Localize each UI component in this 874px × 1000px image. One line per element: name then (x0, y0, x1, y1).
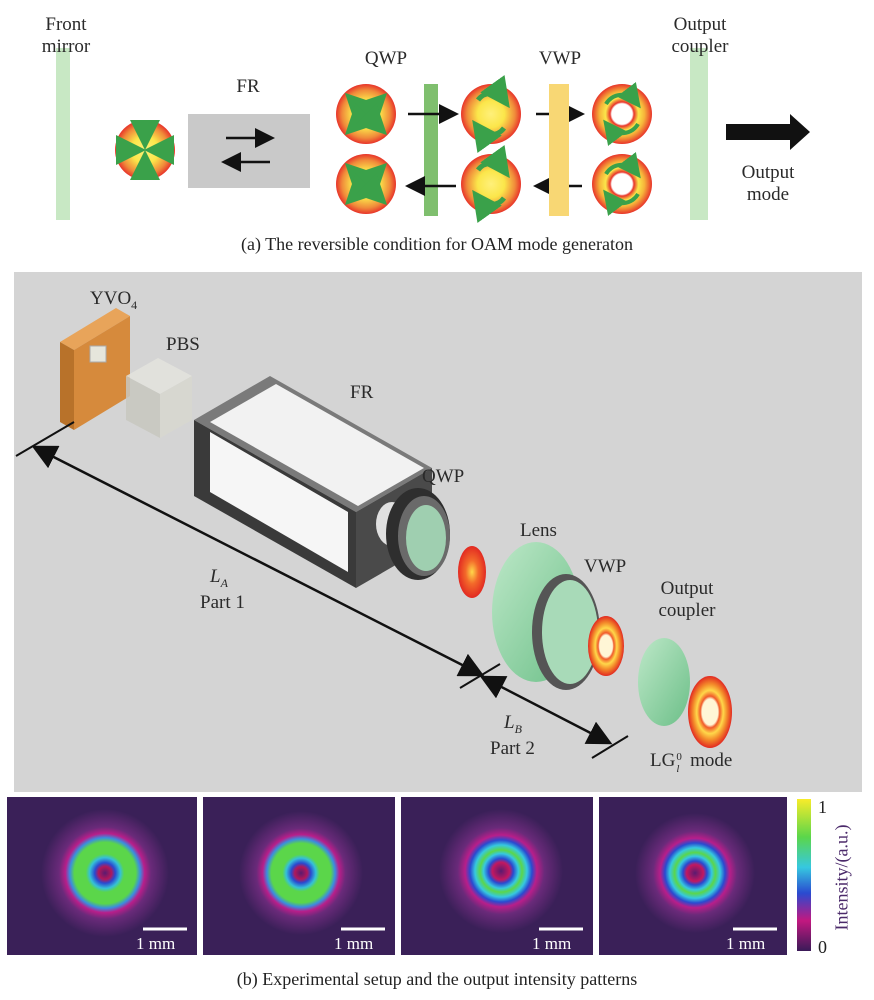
fr-box (188, 114, 310, 188)
vwp-optic (532, 574, 600, 690)
vwp-setup-label: VWP (584, 556, 627, 577)
lg-label-suffix: mode (685, 750, 733, 771)
setup-graphics (15, 308, 732, 759)
ring-beam-icon (588, 616, 624, 676)
lg-mode-beam-icon (688, 676, 732, 748)
scale-bar-label-1: 1 mm (136, 934, 176, 953)
yvo4-label-sub: 4 (131, 297, 138, 312)
part2-label: Part 2 (490, 738, 535, 759)
pbs-cube (126, 358, 192, 438)
intensity-pattern-1 (7, 797, 197, 955)
front-mirror-label-line1: Front (45, 14, 87, 35)
colorbar-min-label: 0 (818, 937, 827, 957)
panel-a-graphics (56, 48, 810, 223)
colorbar (797, 799, 811, 951)
lg-label-sub: l (676, 762, 680, 775)
la-label-sub: A (220, 575, 228, 590)
qwp-optic (386, 488, 450, 580)
panel-b-experimental-setup: YVO4 PBS FR QWP Lens VWP Output coupler … (14, 272, 862, 792)
fr-setup-label: FR (350, 382, 374, 403)
output-coupler-plate (690, 48, 708, 220)
vwp-label: VWP (538, 48, 582, 69)
scale-bar-label-3: 1 mm (532, 934, 572, 953)
lb-label-sub: B (514, 721, 522, 736)
qwp-label: QWP (364, 48, 408, 69)
lens-label: Lens (520, 520, 557, 541)
azimuthal-beam-bottom-icon (461, 145, 521, 223)
yvo4-label: YVO4 (90, 288, 137, 316)
intensity-pattern-3 (401, 797, 593, 955)
la-label: LA (210, 566, 228, 594)
panel-b-caption: (b) Experimental setup and the output in… (236, 969, 638, 989)
fr-label: FR (236, 76, 260, 97)
lb-dimension-line (479, 675, 613, 745)
oam-donut-beam-bottom-icon (592, 152, 652, 216)
output-coupler-optic (638, 638, 690, 726)
pbs-label: PBS (166, 334, 200, 355)
scale-bar-label-2: 1 mm (334, 934, 374, 953)
scale-bar-label-4: 1 mm (726, 934, 766, 953)
vwp-plate (549, 84, 569, 216)
intensity-pattern-2 (203, 797, 395, 955)
output-coupler-label-line2: coupler (671, 36, 729, 57)
yvo4-label-main: YVO (90, 288, 132, 309)
lb-tick-right (591, 735, 629, 759)
front-mirror-label-line2: mirror (41, 36, 91, 57)
radial-beam-top-icon (336, 84, 396, 144)
intensity-patterns-section: 1 mm 1 mm 1 mm 1 mm 1 0 Intensity/(a.u.)… (0, 797, 874, 1000)
lg-label-main: LG (650, 750, 676, 771)
output-mode-label-line2: mode (746, 184, 790, 205)
radial-beam-bottom-icon (336, 154, 396, 214)
part1-label: Part 1 (200, 592, 245, 613)
beam-spot-icon (458, 546, 486, 598)
oam-donut-beam-top-icon (592, 82, 652, 146)
la-dimension-line (31, 445, 485, 677)
colorbar-axis-label: Intensity/(a.u.) (831, 824, 852, 931)
lb-label: LB (504, 712, 522, 740)
output-mode-label: Output mode (722, 162, 814, 206)
output-coupler-setup-line1: Output (660, 578, 714, 599)
azimuthal-beam-top-icon (461, 75, 521, 153)
intensity-pattern-4 (599, 797, 787, 955)
output-coupler-setup-label: Output coupler (650, 578, 724, 622)
panel-a-reversible-condition: Front mirror FR QWP VWP Output coupler O… (0, 0, 874, 262)
intensity-patterns-graphics (7, 797, 811, 955)
front-mirror-plate (56, 48, 70, 220)
yvo4-crystal (60, 308, 130, 430)
la-label-main: L (210, 566, 221, 587)
qwp-setup-label: QWP (422, 466, 465, 487)
la-tick-left (15, 421, 75, 457)
output-coupler-setup-line2: coupler (658, 600, 716, 621)
qwp-plate (424, 84, 438, 216)
input-beam-icon (115, 120, 175, 180)
lb-label-main: L (504, 712, 515, 733)
colorbar-max-label: 1 (818, 797, 827, 817)
output-coupler-label: Output coupler (660, 14, 740, 58)
output-arrow-icon (726, 114, 810, 150)
output-mode-label-line1: Output (741, 162, 795, 183)
output-coupler-label-line1: Output (673, 14, 727, 35)
front-mirror-label: Front mirror (26, 14, 106, 58)
panel-a-caption: (a) The reversible condition for OAM mod… (240, 234, 634, 254)
lg-label-sup: 0 (676, 750, 682, 763)
